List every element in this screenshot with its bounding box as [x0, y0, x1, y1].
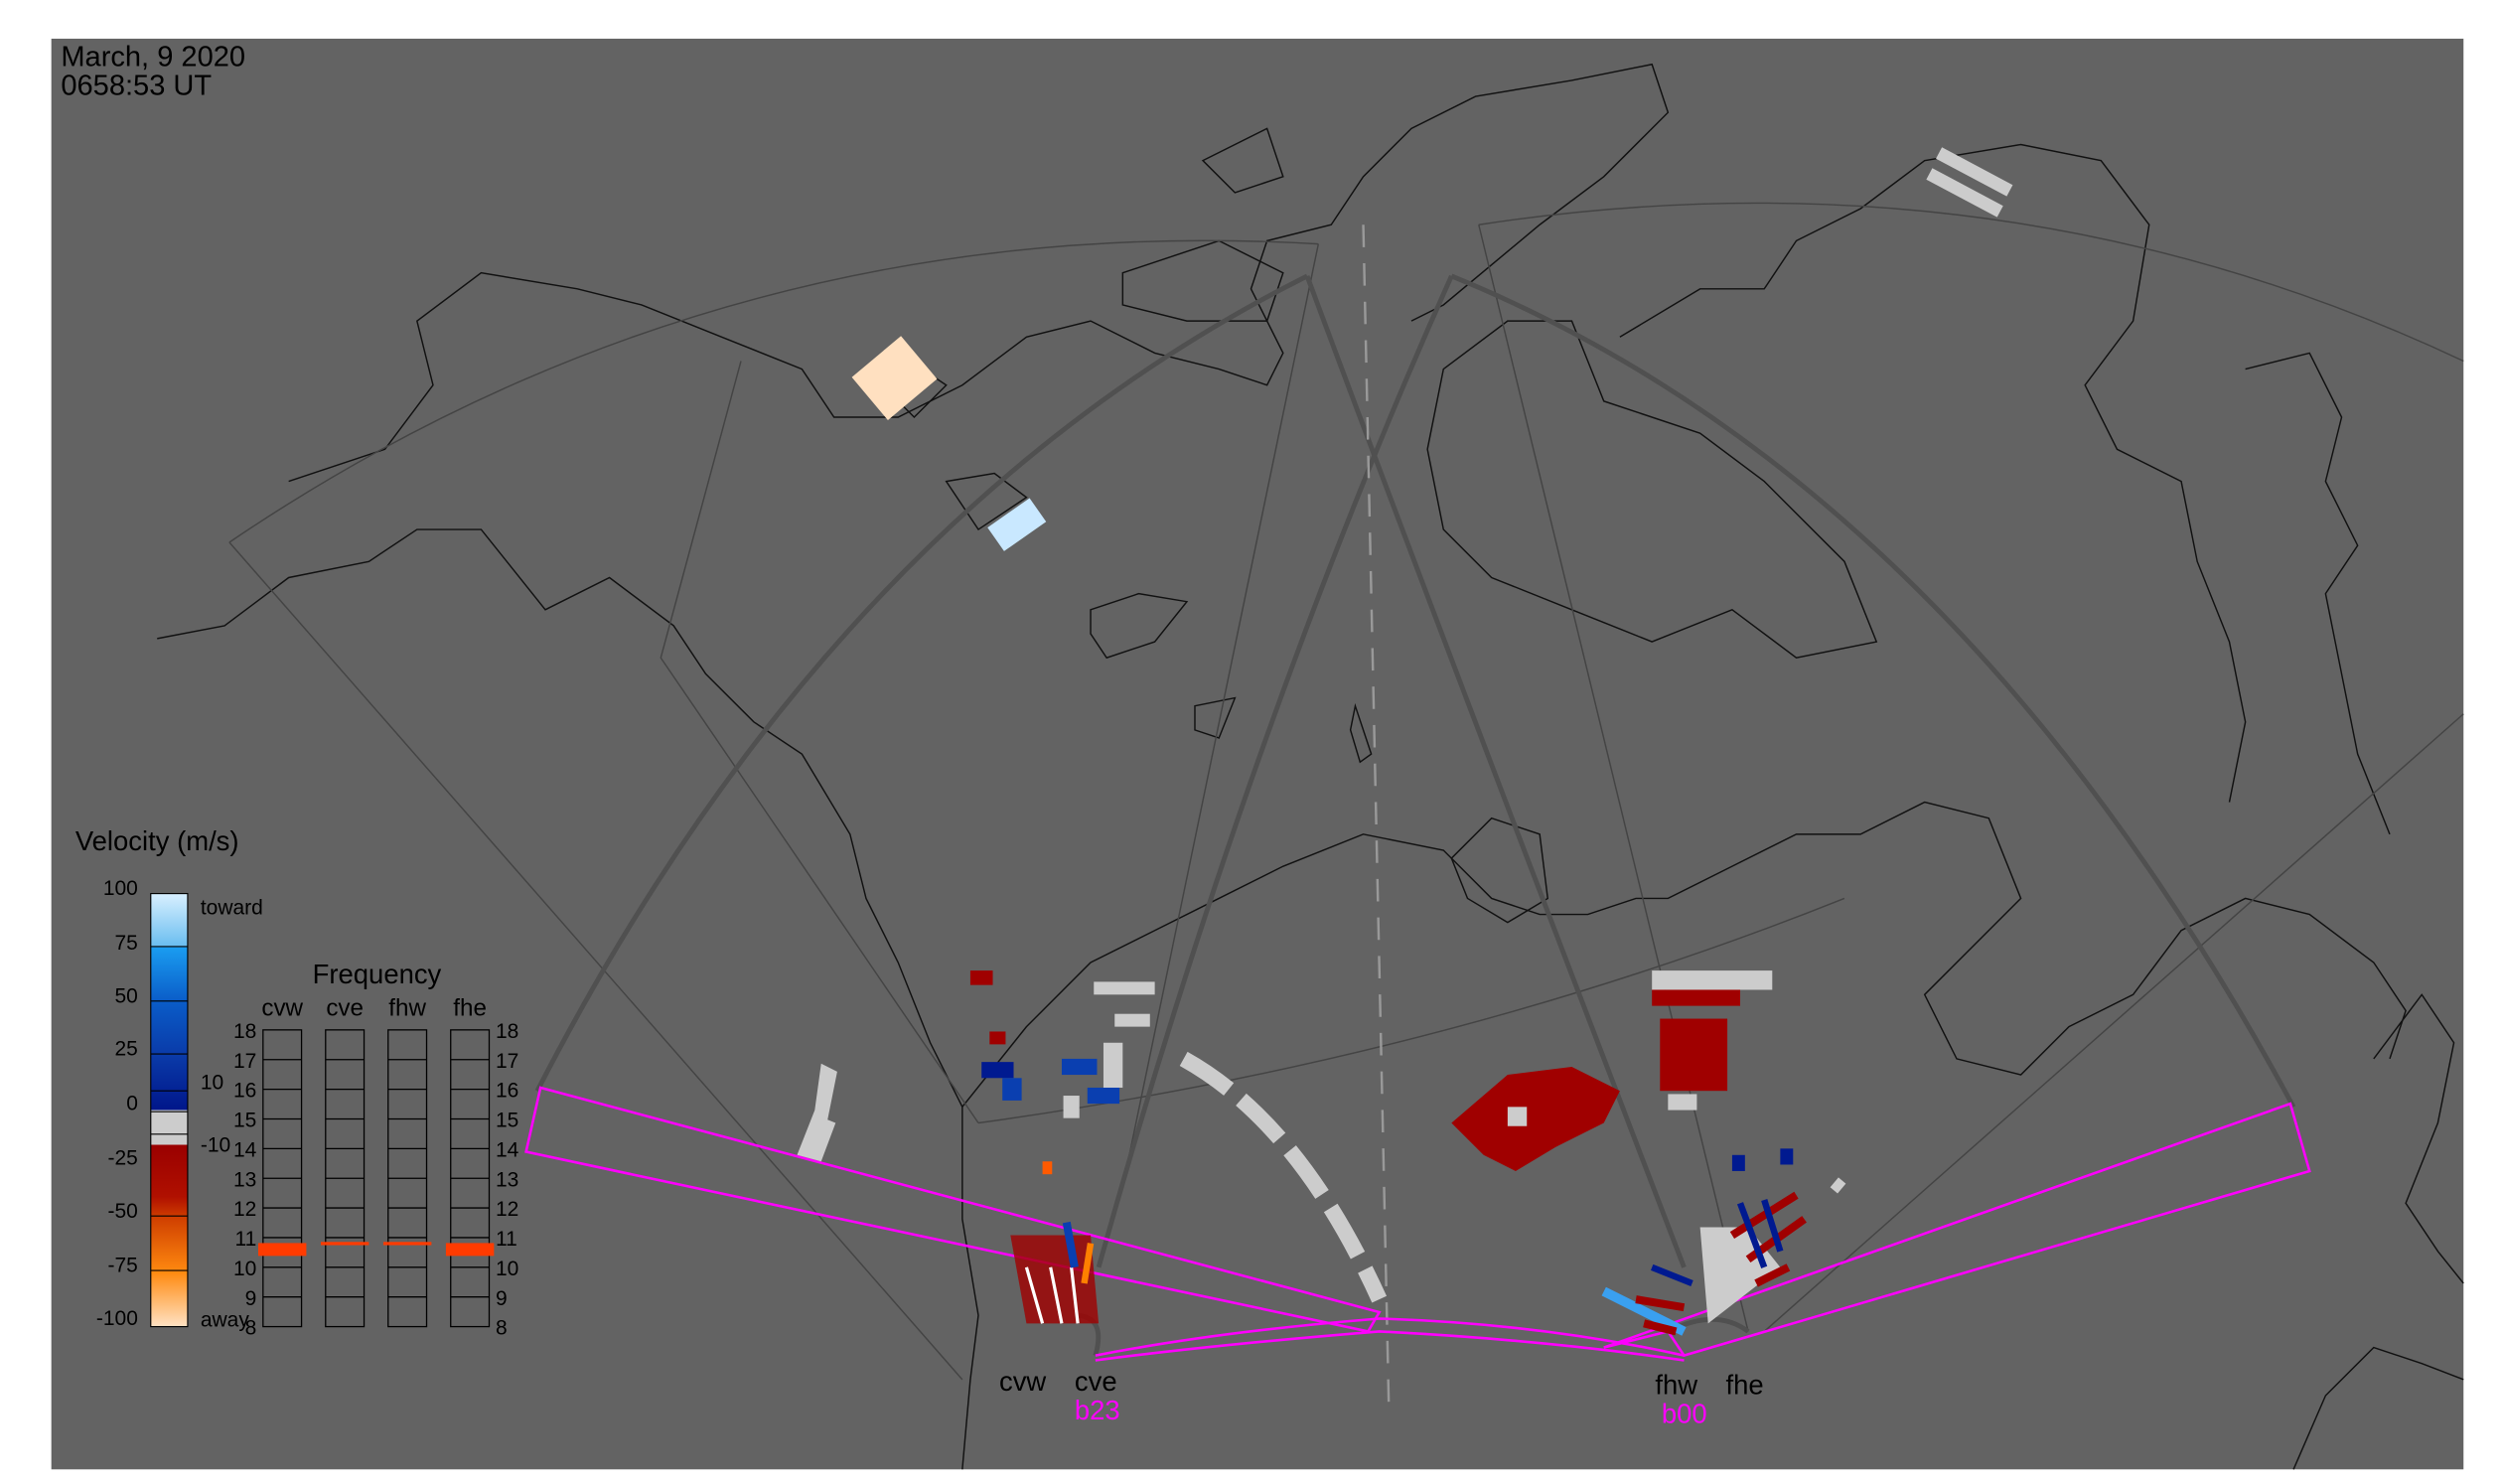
frequency-tick-right: 9 [496, 1287, 508, 1310]
frequency-tick-left: 16 [233, 1080, 256, 1103]
frequency-tick-left: 18 [233, 1020, 256, 1043]
velocity-tick: 50 [115, 984, 138, 1007]
frequency-tick-left: 15 [233, 1110, 256, 1132]
frequency-tick-left: 10 [233, 1258, 256, 1280]
velocity-colorbar [150, 893, 189, 1328]
frequency-tick-left: 13 [233, 1168, 256, 1191]
velocity-legend-title: Velocity (m/s) [75, 825, 239, 856]
frequency-tick-right: 8 [496, 1317, 508, 1340]
radar-label-cvw: cvw [999, 1366, 1046, 1397]
frequency-tick-right: 18 [496, 1020, 518, 1043]
frequency-tick-right: 13 [496, 1168, 518, 1191]
map-background [51, 38, 2464, 1470]
velocity-tick: 75 [115, 932, 138, 955]
date-label: March, 9 2020 [61, 41, 245, 73]
frequency-tick-left: 11 [235, 1228, 257, 1251]
frequency-tick-right: 15 [496, 1110, 518, 1132]
radar-label-fhw: fhw [1655, 1369, 1697, 1400]
frequency-tick-right: 14 [496, 1138, 519, 1161]
velocity-tick: 25 [115, 1038, 138, 1061]
time-label: 0658:53 UT [61, 70, 212, 101]
frequency-column-label: cvw [261, 994, 303, 1021]
beam-label-fh: b00 [1662, 1398, 1707, 1428]
velocity-inner-tick: -10 [201, 1134, 230, 1157]
velocity-tick: 100 [103, 877, 138, 900]
velocity-inner-tick: 10 [201, 1072, 223, 1095]
frequency-tick-left: 9 [245, 1287, 257, 1310]
echoes [797, 147, 2013, 1336]
velocity-tick: -75 [108, 1255, 138, 1277]
radar-label-fhe: fhe [1725, 1369, 1763, 1400]
radar-labels: cvw cve b23 fhw fhe b00 [999, 1366, 1764, 1428]
frequency-tick-left: 14 [233, 1138, 257, 1161]
velocity-tick: -100 [96, 1307, 138, 1330]
velocity-tick: -25 [108, 1146, 138, 1169]
frequency-column-label: cve [326, 994, 364, 1021]
toward-label: toward [201, 897, 263, 920]
frequency-tick-left: 12 [233, 1198, 256, 1221]
frequency-marker-cve [320, 1242, 369, 1246]
frequency-column-label: fhe [453, 994, 487, 1021]
velocity-legend: Velocity (m/s) [75, 825, 263, 1332]
frequency-tick-right: 10 [496, 1258, 518, 1280]
frequency-tick-right: 17 [496, 1050, 518, 1073]
frequency-tick-right: 11 [496, 1228, 517, 1251]
frequency-column-label: fhw [388, 994, 426, 1021]
frequency-legend-title: Frequency [313, 959, 442, 989]
frequency-marker-fhw [382, 1242, 432, 1246]
beam-label-cv: b23 [1075, 1395, 1120, 1425]
frequency-marker-fhe [445, 1243, 495, 1257]
frequency-tick-right: 12 [496, 1198, 518, 1221]
radar-label-cve: cve [1075, 1366, 1117, 1397]
velocity-tick: 0 [126, 1093, 138, 1115]
frequency-marker-cvw [257, 1243, 307, 1257]
away-label: away [201, 1309, 249, 1332]
frequency-tick-right: 16 [496, 1080, 518, 1103]
frequency-tick-left: 17 [233, 1050, 256, 1073]
frequency-tick-left: 8 [245, 1317, 257, 1340]
velocity-tick: -50 [108, 1200, 138, 1223]
